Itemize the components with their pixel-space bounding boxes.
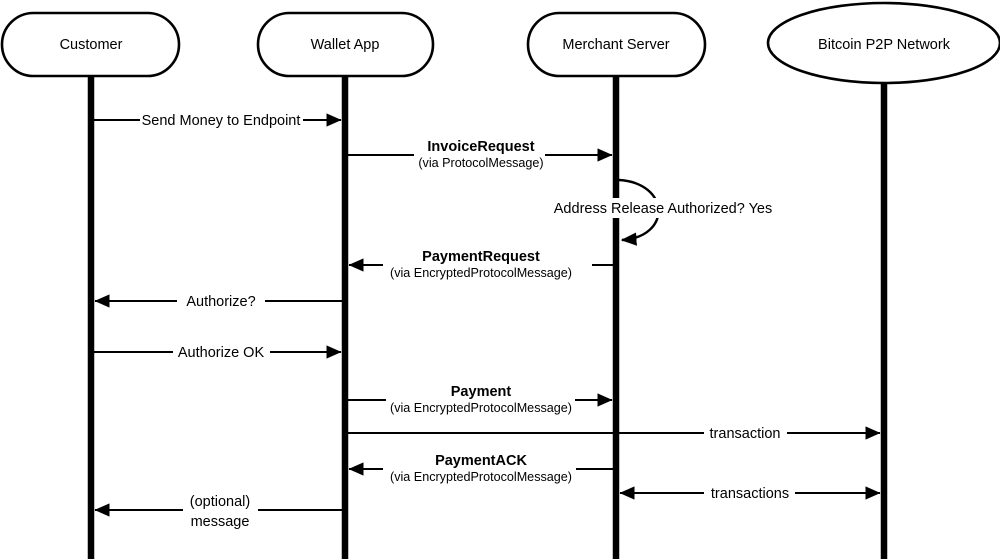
message-title: InvoiceRequest [427,139,534,155]
message-title: (optional) [190,494,250,510]
actor-customer[interactable]: Customer [0,11,181,78]
message-address-release-authorized[interactable]: Address Release Authorized? Yes [551,178,776,246]
lifelines-group [87,72,888,559]
message-optional-message[interactable]: (optional) message [94,494,342,530]
message-title: Payment [451,384,512,400]
actor-customer-label: Customer [60,37,123,53]
actor-merchant[interactable]: Merchant Server [526,11,707,78]
message-subtitle: message [191,514,250,530]
actor-bitcoin-label: Bitcoin P2P Network [818,37,951,53]
message-label: Authorize? [186,294,255,310]
message-payment[interactable]: Payment (via EncryptedProtocolMessage) [348,384,613,415]
actor-merchant-shape [526,11,707,78]
actor-bitcoin-shape [766,1,1000,85]
message-invoice-request[interactable]: InvoiceRequest (via ProtocolMessage) [348,139,613,170]
message-label: transactions [711,486,789,502]
message-label: Send Money to Endpoint [142,113,301,129]
actor-bitcoin[interactable]: Bitcoin P2P Network [766,1,1000,85]
actor-wallet[interactable]: Wallet App [256,11,435,78]
actor-wallet-shape [256,11,435,78]
message-transactions[interactable]: transactions [619,486,881,502]
message-label: transaction [710,426,781,442]
actor-wallet-label: Wallet App [311,37,380,53]
message-subtitle: (via ProtocolMessage) [418,156,543,170]
message-subtitle: (via EncryptedProtocolMessage) [390,470,572,484]
message-title: PaymentRequest [422,249,540,265]
message-payment-ack[interactable]: PaymentACK (via EncryptedProtocolMessage… [348,453,613,484]
message-send-money-to-endpoint[interactable]: Send Money to Endpoint [94,113,342,129]
message-label-backdrop [551,198,776,218]
message-authorize-question[interactable]: Authorize? [94,294,342,310]
message-title: PaymentACK [435,453,527,469]
message-subtitle: (via EncryptedProtocolMessage) [390,266,572,280]
message-label: Authorize OK [178,345,265,361]
actor-customer-shape [0,11,181,78]
message-payment-request[interactable]: PaymentRequest (via EncryptedProtocolMes… [348,249,613,280]
message-label: Address Release Authorized? Yes [554,201,772,217]
message-subtitle: (via EncryptedProtocolMessage) [390,401,572,415]
message-authorize-ok[interactable]: Authorize OK [94,345,342,361]
message-transaction[interactable]: transaction [346,426,881,442]
actor-merchant-label: Merchant Server [562,37,669,53]
